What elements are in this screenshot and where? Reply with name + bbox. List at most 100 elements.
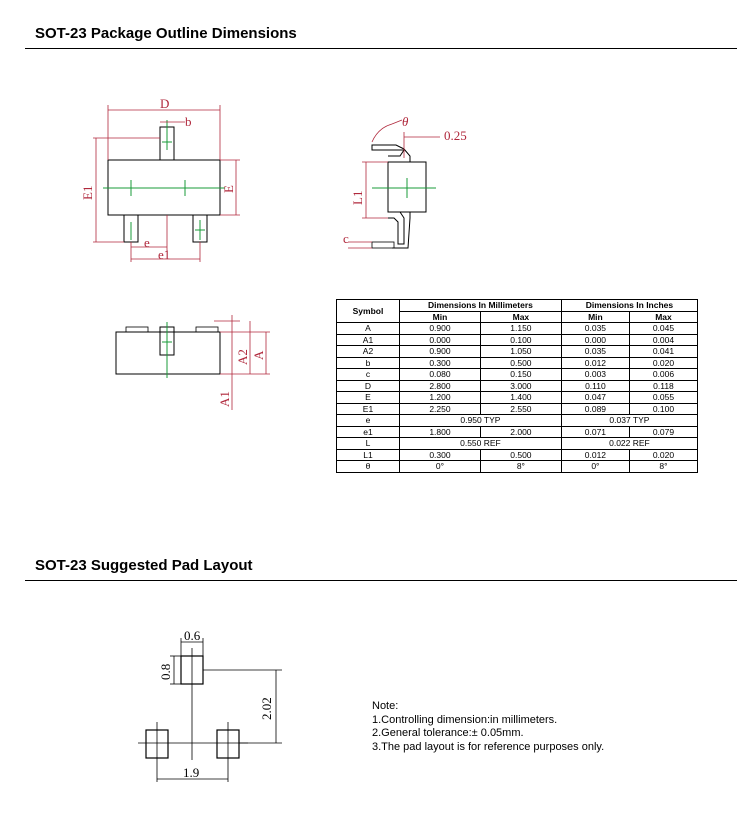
cell-mm-merged: 0.950 TYP: [399, 414, 562, 427]
label-L1: L1: [350, 191, 365, 205]
cell-mm-min: 2.250: [399, 402, 481, 415]
cell-mm-merged: 0.550 REF: [399, 437, 562, 450]
cell-symbol: c: [336, 368, 400, 381]
label-D: D: [160, 96, 169, 111]
label-theta: θ: [402, 114, 409, 129]
label-pad-height: 0.8: [158, 664, 173, 680]
cell-mm-min: 0.080: [399, 368, 481, 381]
cell-mm-max: 2.550: [479, 402, 562, 415]
cell-mm-min: 0.900: [399, 322, 481, 335]
cell-symbol: θ: [336, 460, 400, 473]
cell-in-max: 0.020: [628, 448, 699, 461]
cell-symbol: e1: [336, 425, 400, 438]
cell-symbol: A: [336, 322, 400, 335]
cell-in-min: 0.035: [560, 322, 630, 335]
side-view-body: [387, 161, 427, 213]
cell-mm-max: 0.500: [479, 356, 562, 369]
cell-symbol: E: [336, 391, 400, 404]
cell-in-max: 8°: [628, 460, 699, 473]
cell-symbol: D: [336, 379, 400, 392]
cell-symbol: L1: [336, 448, 400, 461]
cell-mm-min: 2.800: [399, 379, 481, 392]
label-E1: E1: [80, 186, 95, 200]
cell-mm-min: 0.300: [399, 356, 481, 369]
label-A1: A1: [217, 391, 232, 407]
subheader-max-in: Max: [628, 310, 699, 323]
cell-mm-max: 2.000: [479, 425, 562, 438]
cell-in-max: 0.045: [628, 322, 699, 335]
cell-mm-max: 1.400: [479, 391, 562, 404]
cell-symbol: e: [336, 414, 400, 427]
cell-in-max: 0.079: [628, 425, 699, 438]
front-view-body: [115, 331, 221, 375]
note-line-3: 3.The pad layout is for reference purpos…: [372, 740, 605, 753]
note-line-1: 1.Controlling dimension:in millimeters.: [372, 713, 558, 726]
cell-in-min: 0.000: [560, 333, 630, 346]
cell-in-max: 0.004: [628, 333, 699, 346]
header-in: Dimensions In Inches: [560, 299, 699, 312]
cell-in-merged: 0.022 REF: [560, 437, 699, 450]
label-c: c: [343, 231, 349, 246]
header-mm: Dimensions In Millimeters: [399, 299, 562, 312]
cell-in-min: 0.035: [560, 345, 630, 358]
cell-in-min: 0.003: [560, 368, 630, 381]
cell-in-min: 0.089: [560, 402, 630, 415]
section-title-outline: SOT-23 Package Outline Dimensions: [35, 25, 297, 42]
top-view-drawing: D b E1 E e e1: [80, 96, 240, 262]
cell-mm-max: 0.100: [479, 333, 562, 346]
cell-in-min: 0.012: [560, 448, 630, 461]
cell-mm-min: 0.900: [399, 345, 481, 358]
cell-mm-max: 1.150: [479, 322, 562, 335]
label-A2: A2: [235, 349, 250, 365]
cell-in-min: 0.110: [560, 379, 630, 392]
cell-in-max: 0.020: [628, 356, 699, 369]
label-e1: e1: [158, 247, 170, 262]
cell-symbol: L: [336, 437, 400, 450]
cell-symbol: E1: [336, 402, 400, 415]
label-gauge: 0.25: [444, 128, 467, 143]
cell-in-min: 0°: [560, 460, 630, 473]
cell-mm-min: 1.200: [399, 391, 481, 404]
note-block: Note: 1.Controlling dimension:in millime…: [372, 700, 604, 754]
cell-in-min: 0.071: [560, 425, 630, 438]
label-pad-width: 0.6: [184, 628, 201, 643]
cell-symbol: b: [336, 356, 400, 369]
cell-mm-min: 0°: [399, 460, 481, 473]
label-pitch-v: 2.02: [259, 697, 274, 720]
cell-symbol: A2: [336, 345, 400, 358]
pad-layout-drawing: 0.6 0.8 2.02 1.9: [138, 628, 282, 782]
note-title: Note:: [372, 700, 399, 712]
note-line-2: 2.General tolerance:± 0.05mm.: [372, 727, 524, 739]
cell-symbol: A1: [336, 333, 400, 346]
cell-in-max: 0.100: [628, 402, 699, 415]
section-rule-pad-layout: [25, 580, 737, 581]
cell-mm-max: 0.150: [479, 368, 562, 381]
cell-in-min: 0.047: [560, 391, 630, 404]
subheader-max-mm: Max: [479, 310, 562, 323]
front-view-drawing: A2 A A1: [115, 315, 270, 410]
label-e: e: [144, 235, 150, 250]
dimensions-table: Symbol Dimensions In Millimeters Dimensi…: [336, 299, 699, 473]
cell-in-merged: 0.037 TYP: [560, 414, 699, 427]
section-rule-outline: [25, 48, 737, 49]
cell-mm-min: 1.800: [399, 425, 481, 438]
cell-in-max: 0.006: [628, 368, 699, 381]
cell-mm-max: 0.500: [479, 448, 562, 461]
section-title-pad-layout: SOT-23 Suggested Pad Layout: [35, 557, 253, 574]
cell-mm-min: 0.300: [399, 448, 481, 461]
cell-mm-max: 8°: [479, 460, 562, 473]
label-A: A: [251, 350, 266, 360]
header-symbol: Symbol: [336, 299, 400, 323]
subheader-min-mm: Min: [399, 310, 481, 323]
cell-mm-max: 1.050: [479, 345, 562, 358]
